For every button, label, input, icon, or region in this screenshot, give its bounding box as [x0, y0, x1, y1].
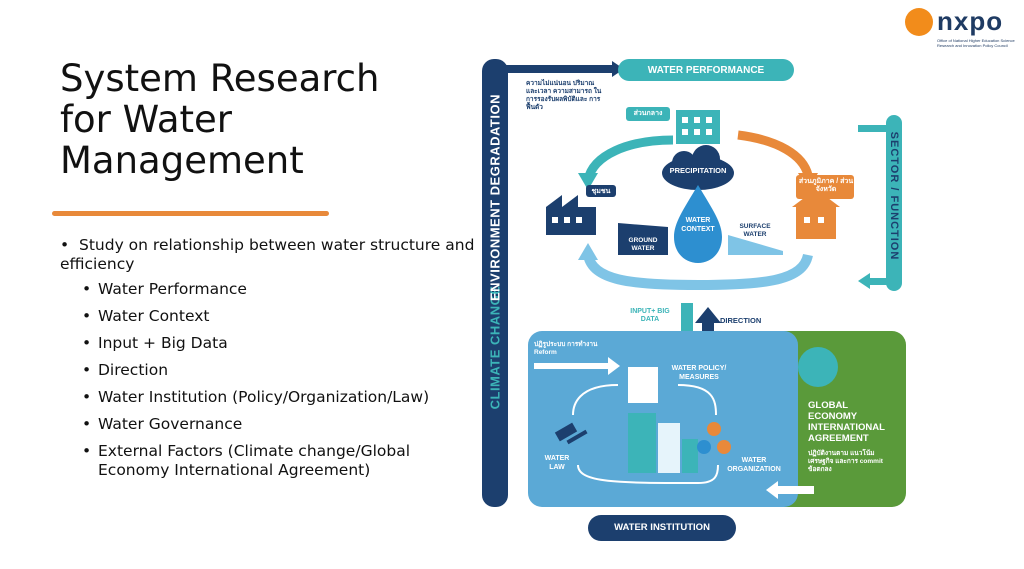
sub-bullet: Water Governance [82, 415, 480, 434]
top-connector [496, 65, 612, 73]
law-loop-arrow [572, 384, 619, 416]
input-arrow-shaft [681, 303, 693, 333]
regional-label: ส่วนภูมิภาค / ส่วนจังหวัด [798, 178, 854, 193]
input-big-data-label: INPUT+ BIG DATA [630, 308, 670, 323]
logo-subtitle: Office of National Higher Education Scie… [937, 38, 1015, 48]
title-underline [52, 211, 329, 216]
env-degradation-text: ENVIRONMENT DEGRADATION [487, 94, 503, 301]
sub-bullet: Water Context [82, 307, 480, 326]
surface-water-shape [728, 235, 783, 255]
orange-arrow [737, 130, 813, 177]
water-organization-label: WATER ORGANIZATION [727, 457, 781, 473]
main-bullet: • Study on relationship between water st… [60, 236, 475, 273]
logo-text: nxpo [937, 6, 1004, 36]
water-performance-pill [618, 59, 794, 81]
teal-arrowhead-icon [578, 173, 598, 190]
water-law-label: WATER LAW [544, 455, 570, 471]
global-economy-label: GLOBAL ECONOMY INTERNATIONAL AGREEMENT [808, 400, 885, 444]
global-arrow-shaft [778, 486, 814, 494]
light-blue-arrowhead-icon [578, 243, 598, 260]
water-context-label: WATER CONTEXT [681, 217, 715, 233]
main-bullet-text: Study on relationship between water stru… [60, 236, 475, 273]
sub-bullet: Water Performance [82, 280, 480, 299]
bottom-loop-arrow [577, 464, 719, 485]
direction-label: DIRECTION [720, 316, 762, 325]
reform-arrow-shaft [534, 363, 608, 369]
water-performance-label: WATER PERFORMANCE [647, 65, 765, 76]
water-system-diagram [482, 59, 906, 541]
organization-icon [697, 422, 731, 454]
ground-water-label: GROUND WATER [628, 237, 658, 252]
global-arrow-icon [766, 481, 778, 499]
precipitation-cloud-icon [662, 145, 734, 190]
direction-arrow-icon [695, 307, 721, 323]
teal-arrow-left [583, 135, 674, 182]
sub-bullet-list: Water Performance Water Context Input + … [60, 280, 480, 480]
water-institution-pill [588, 515, 736, 541]
top-arrow-icon [612, 61, 624, 77]
central-label-box [626, 107, 670, 121]
central-label: ส่วนกลาง [633, 110, 663, 117]
left-bar [482, 59, 508, 507]
ground-water-shape [618, 223, 668, 255]
institution-buildings-icon [628, 413, 698, 473]
regional-label-box [796, 175, 854, 199]
central-building-icon [676, 110, 720, 144]
org-loop-arrow [677, 384, 717, 416]
policy-document-icon [628, 367, 658, 403]
reform-arrow-icon [608, 357, 620, 375]
sector-in-connector [858, 125, 886, 132]
sector-bar [886, 115, 902, 291]
sub-bullet: Water Institution (Policy/Organization/L… [82, 388, 480, 407]
water-drop-icon [674, 185, 722, 263]
water-policy-label: WATER POLICY/ MEASURES [671, 365, 727, 381]
sector-arrow-icon [858, 273, 870, 289]
regional-house-icon [792, 189, 840, 239]
logo-mark-icon [905, 8, 933, 36]
sub-bullet: External Factors (Climate change/Global … [82, 442, 480, 480]
globe-icon [798, 347, 838, 387]
water-institution-label: WATER INSTITUTION [614, 522, 710, 533]
community-label: ชุมชน [591, 188, 611, 195]
precipitation-label: PRECIPITATION [669, 166, 727, 175]
env-degradation-label: ENVIRONMENT DEGRADATION [470, 80, 520, 320]
community-factory-icon [546, 195, 596, 235]
sector-function-label: SECTOR / FUNCTION [884, 120, 904, 280]
nxpo-logo: nxpo Office of National Higher Education… [905, 6, 1015, 54]
institution-panel [528, 331, 798, 507]
sector-function-text: SECTOR / FUNCTION [888, 131, 900, 261]
thai-performance-note: ความไม่แน่นอน ปริมาณ และเวลา ความสามารถ … [526, 80, 602, 111]
bullet-list: • Study on relationship between water st… [60, 236, 480, 488]
community-label-box [586, 185, 616, 197]
surface-water-label: SURFACE WATER [739, 223, 771, 238]
gavel-icon [554, 422, 588, 445]
sub-bullet: Direction [82, 361, 480, 380]
light-blue-arc [583, 253, 813, 291]
sector-out-connector [868, 278, 890, 285]
sub-bullet: Input + Big Data [82, 334, 480, 353]
reform-note: ปฏิรูประบบ การทำงาน Reform [534, 341, 598, 356]
slide-title: System Research for Water Management [60, 57, 380, 182]
global-thai-note: ปฏิบัติงานตาม แนวโน้มเศรษฐกิจ และการ com… [808, 450, 883, 473]
